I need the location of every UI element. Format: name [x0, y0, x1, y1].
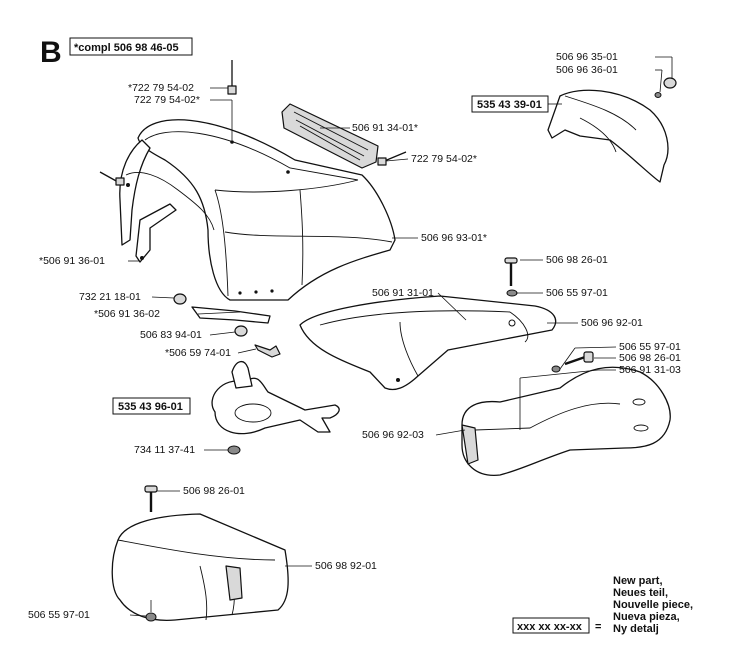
kit-box-2	[112, 397, 191, 415]
leader	[437, 292, 467, 321]
leader	[197, 311, 241, 315]
legend-box-label: xxx xx xx-xx	[517, 621, 583, 633]
part-label: 506 96 36-01	[556, 64, 618, 76]
legend-line: Nouvelle piece,	[613, 599, 693, 611]
bolt-box	[144, 485, 158, 512]
kit-box-1	[471, 95, 549, 113]
compl-label: *compl 506 98 46-05	[74, 42, 179, 54]
part-label: 722 79 54-02*	[411, 153, 477, 165]
part-label: *506 91 36-02	[94, 308, 160, 320]
part-label: 506 96 92-01	[581, 317, 643, 329]
leader	[659, 69, 663, 93]
bracket-2	[191, 306, 271, 324]
chute-part	[211, 361, 340, 435]
part-label: 722 79 54-02*	[134, 94, 200, 106]
legend-equals: =	[595, 621, 601, 633]
leader	[129, 614, 147, 617]
leader	[519, 369, 599, 379]
leader	[237, 348, 257, 354]
part-label: 506 98 26-01	[183, 485, 245, 497]
legend-line: Nueva pieza,	[613, 611, 680, 623]
section-letter: B	[40, 36, 62, 69]
legend-line: New part,	[613, 575, 663, 587]
leader	[151, 296, 175, 299]
compl-label-box	[69, 37, 193, 56]
part-label: 506 98 26-01	[619, 352, 681, 364]
grille-part	[281, 103, 379, 169]
leader	[385, 158, 409, 162]
cover-part	[299, 295, 557, 391]
part-label: 506 96 35-01	[556, 51, 618, 63]
leader	[559, 347, 576, 370]
part-label: 506 91 31-01	[372, 287, 434, 299]
legend-line: Ny detalj	[613, 623, 659, 635]
part-label: 506 91 34-01*	[352, 122, 418, 134]
pin-left	[99, 171, 125, 186]
hood-part	[119, 119, 396, 301]
nut-part	[173, 293, 187, 305]
leader	[574, 346, 617, 349]
part-label: *722 79 54-02	[128, 82, 194, 94]
part-label: 506 55 97-01	[546, 287, 608, 299]
kit-label-1: 535 43 39-01	[477, 99, 542, 111]
part-label: *506 59 74-01	[165, 347, 231, 359]
pin-right	[377, 151, 407, 166]
part-label: 506 98 92-01	[315, 560, 377, 572]
side-cover-part	[461, 366, 671, 476]
pin-top	[227, 60, 237, 95]
washer-part-2	[227, 445, 241, 455]
bolt-cover-top	[504, 257, 518, 297]
washer-part	[234, 325, 248, 337]
part-label: 506 55 97-01	[28, 609, 90, 621]
box-part	[111, 513, 289, 621]
leader	[435, 429, 466, 436]
bracket-left	[135, 203, 177, 263]
washer-box	[145, 612, 157, 622]
leader	[209, 331, 236, 336]
part-label: 732 21 18-01	[79, 291, 141, 303]
part-label: 506 83 94-01	[140, 329, 202, 341]
part-label: *506 91 36-01	[39, 255, 105, 267]
screw-part	[254, 344, 281, 358]
part-label: 734 11 37-41	[134, 444, 195, 456]
part-label: 506 55 97-01	[619, 341, 681, 353]
part-label: 506 98 26-01	[546, 254, 608, 266]
legend-box	[512, 617, 590, 634]
kit-label-2: 535 43 96-01	[118, 401, 183, 413]
bolt-side	[551, 351, 594, 373]
part-label: 506 91 31-03	[619, 364, 681, 376]
legend-line: Neues teil,	[613, 587, 668, 599]
guard-part	[547, 89, 669, 183]
part-label: 506 96 92-03	[362, 429, 424, 441]
knob-part	[654, 77, 677, 98]
part-label: 506 96 93-01*	[421, 232, 487, 244]
